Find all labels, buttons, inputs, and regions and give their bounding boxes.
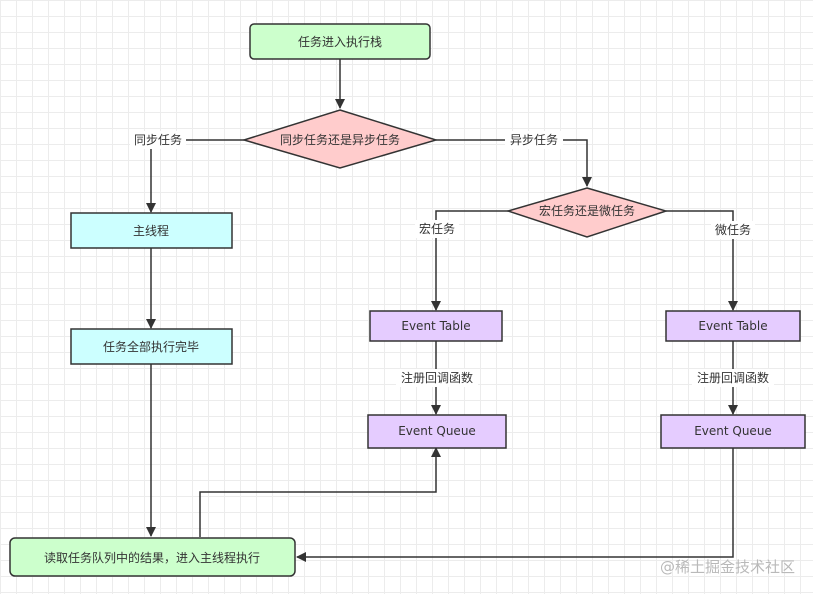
node-start-label: 任务进入执行栈: [298, 34, 382, 49]
edge-sync-branch: [146, 139, 244, 213]
node-event-queue-micro: Event Queue: [660, 414, 806, 449]
node-read-queue: 读取任务队列中的结果，进入主线程执行: [9, 537, 296, 577]
node-event-table-macro: Event Table: [369, 310, 503, 342]
node-decision-macro-micro-shape: [505, 187, 669, 238]
node-event-queue-micro-label: Event Queue: [694, 424, 772, 438]
edge-label-async-bg: [505, 131, 563, 149]
node-task-done-label: 任务全部执行完毕: [103, 339, 199, 354]
node-event-table-micro: Event Table: [665, 310, 801, 342]
node-task-done-box: [70, 328, 233, 365]
node-decision-sync-shape: [241, 109, 439, 169]
node-read-queue-box: [9, 537, 296, 577]
edge-async-branch: [436, 139, 592, 187]
node-event-queue-micro-box: [660, 414, 806, 449]
node-event-queue-macro-label: Event Queue: [398, 424, 476, 438]
node-task-done: 任务全部执行完毕: [70, 328, 233, 365]
node-decision-macro-micro: 宏任务还是微任务: [505, 187, 669, 238]
edge-read-to-macro-queue: [199, 447, 441, 537]
node-read-queue-label: 读取任务队列中的结果，进入主线程执行: [44, 550, 260, 565]
node-decision-sync: 同步任务还是异步任务: [241, 109, 439, 169]
node-event-table-macro-box: [369, 310, 503, 342]
edge-label-async: 异步任务: [510, 132, 558, 147]
edge-label-micro: 微任务: [715, 222, 751, 237]
edge-label-register-macro-bg: [396, 369, 478, 387]
edge-label-macro: 宏任务: [419, 221, 455, 236]
edge-label-macro-bg: [415, 220, 459, 238]
node-main-thread-label: 主线程: [133, 223, 169, 238]
node-event-queue-macro: Event Queue: [367, 414, 507, 449]
edge-label-register-micro: 注册回调函数: [697, 370, 769, 385]
node-main-thread-box: [70, 212, 233, 249]
node-event-table-micro-box: [665, 310, 801, 342]
node-decision-sync-label: 同步任务还是异步任务: [280, 132, 400, 147]
node-start: 任务进入执行栈: [249, 23, 431, 60]
edge-label-sync-bg: [130, 131, 186, 149]
node-start-box: [249, 23, 431, 60]
watermark: @稀土掘金技术社区: [660, 558, 795, 576]
edge-macro-branch: [431, 210, 508, 311]
edge-label-register-macro: 注册回调函数: [401, 370, 473, 385]
edge-micro-branch: [666, 210, 738, 311]
node-event-table-micro-label: Event Table: [698, 319, 767, 333]
node-decision-macro-micro-label: 宏任务还是微任务: [539, 203, 635, 218]
node-main-thread: 主线程: [70, 212, 233, 249]
node-event-table-macro-label: Event Table: [401, 319, 470, 333]
edges: [146, 59, 738, 562]
edge-label-micro-bg: [711, 221, 755, 239]
edge-micro-queue-to-read: [296, 448, 734, 562]
edge-label-register-micro-bg: [692, 369, 774, 387]
node-event-queue-macro-box: [367, 414, 507, 449]
edge-labels: 同步任务 异步任务 宏任务 微任务 注册回调函数 注册回调函数: [130, 131, 774, 387]
edge-label-sync: 同步任务: [134, 132, 182, 147]
